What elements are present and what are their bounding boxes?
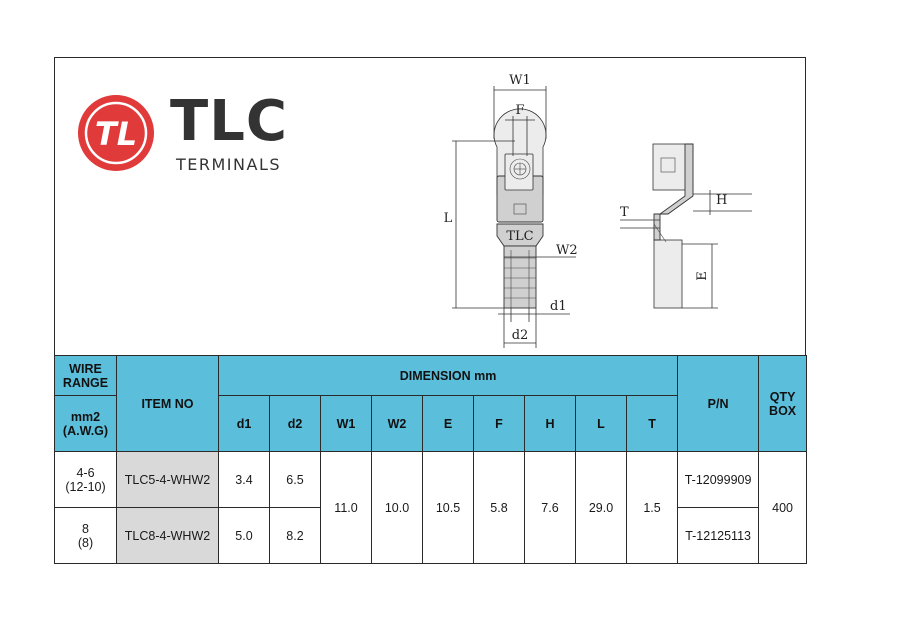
wire-range-cell: 4-6 (12-10) (54, 451, 117, 508)
header-qty-box: QTY BOX (758, 355, 808, 452)
d1-cell: 3.4 (218, 451, 270, 508)
header-col-e: E (422, 395, 474, 452)
dim-h: H (693, 190, 752, 215)
label-f: F (515, 103, 524, 118)
label-w1: W1 (509, 73, 531, 88)
w2-cell: 10.0 (371, 451, 423, 564)
spec-table: WIRE RANGE ITEM NO DIMENSION mm P/N QTY … (54, 355, 808, 564)
table-row: 8 (8) TLC8-4-WHW2 5.0 8.2 T-12125113 (54, 507, 807, 564)
wire-mm2: 8 (82, 521, 89, 536)
header-col-w2: W2 (371, 395, 423, 452)
brand-tagline: TERMINALS (176, 155, 282, 174)
header-dimension: DIMENSION mm (217, 355, 679, 396)
header-pn: P/N (677, 355, 760, 452)
header-col-t: T (625, 395, 679, 452)
dim-d2: d2 (503, 308, 537, 348)
tlc-logo-mark-icon: TL (78, 95, 154, 171)
label-w2: W2 (556, 243, 578, 258)
d2-cell: 6.5 (269, 451, 321, 508)
front-view: TLC (493, 108, 547, 309)
header-item-no: ITEM NO (116, 355, 219, 452)
wire-range-cell: 8 (8) (54, 507, 117, 564)
dim-e: E (682, 243, 718, 309)
drawing-stamp-label: TLC (506, 229, 533, 244)
brand-logo: TL TLC TERMINALS (72, 89, 302, 175)
label-t: T (620, 205, 629, 220)
d1-cell: 5.0 (218, 507, 270, 564)
f-cell: 5.8 (473, 451, 525, 564)
label-h: H (716, 193, 727, 208)
label-d2: d2 (512, 328, 529, 343)
logo-mark-text: TL (95, 115, 137, 153)
header-col-h: H (524, 395, 576, 452)
dim-t: T (620, 205, 660, 229)
e-cell: 10.5 (422, 451, 474, 564)
t-cell: 1.5 (625, 451, 679, 564)
pn-cell: T-12099909 (677, 451, 760, 508)
header-col-f: F (473, 395, 525, 452)
header-col-d2: d2 (269, 395, 321, 452)
l-cell: 29.0 (575, 451, 627, 564)
label-e: E (695, 271, 710, 281)
w1-cell: 11.0 (320, 451, 372, 564)
qty-cell: 400 (758, 451, 808, 564)
wire-awg: (12-10) (65, 479, 106, 494)
dim-d1: d1 (498, 299, 570, 322)
item-no-cell: TLC8-4-WHW2 (116, 507, 219, 564)
header-wire-unit: mm2 (A.W.G) (54, 395, 117, 452)
wire-awg: (8) (77, 535, 94, 550)
dim-f: F (505, 103, 535, 156)
dim-l: L (444, 140, 515, 309)
pn-cell: T-12125113 (677, 507, 760, 564)
label-d1: d1 (550, 299, 567, 314)
header-col-w1: W1 (320, 395, 372, 452)
wire-mm2: 4-6 (76, 465, 95, 480)
item-no-cell: TLC5-4-WHW2 (116, 451, 219, 508)
dim-w1: W1 (493, 73, 547, 139)
h-cell: 7.6 (524, 451, 576, 564)
header-wire-range: WIRE RANGE (54, 355, 117, 396)
d2-cell: 8.2 (269, 507, 321, 564)
dim-w2: W2 (504, 243, 578, 258)
brand-name: TLC (170, 89, 288, 154)
side-view (652, 143, 694, 309)
header-col-d1: d1 (218, 395, 270, 452)
table-row: 4-6 (12-10) TLC5-4-WHW2 3.4 6.5 11.0 10.… (54, 451, 808, 564)
terminal-technical-drawing: TLC W1 F L W2 d1 d2 (444, 73, 752, 348)
header-col-l: L (575, 395, 627, 452)
label-l: L (444, 211, 453, 226)
